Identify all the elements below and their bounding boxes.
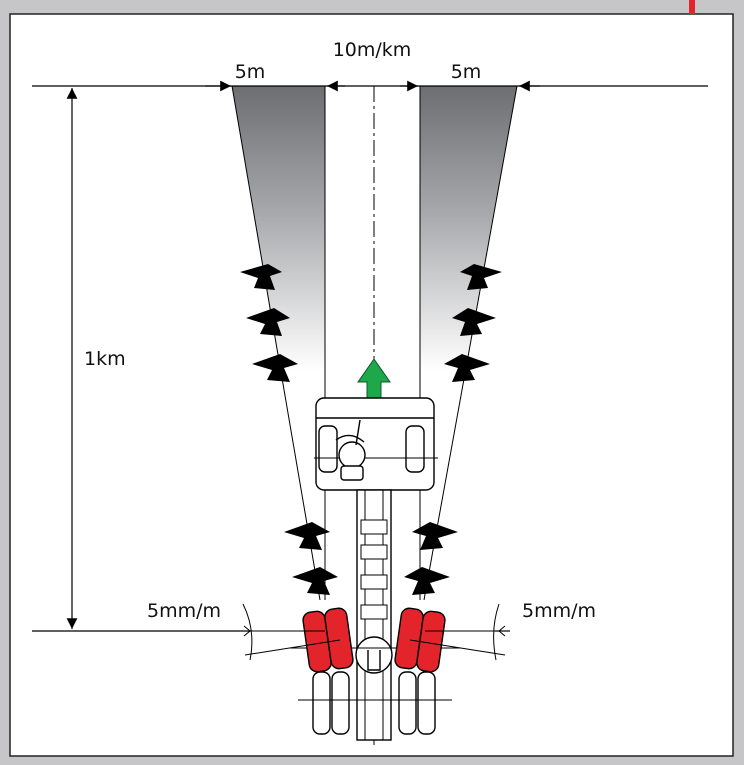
direction-arrows-right [404,264,502,595]
right-toe-label: 5mm/m [522,600,596,622]
left-toe-label: 5mm/m [147,600,221,622]
toe-angle-right [409,603,506,661]
direction-arrow-icon [284,522,330,550]
right-width-label: 5m [451,61,482,83]
direction-arrow-icon [460,264,502,290]
front-wheel-left [302,607,354,673]
corner-marker [689,0,695,14]
left-width-label: 5m [235,61,266,83]
left-shaded-zone [232,86,325,371]
tractor-cab [314,397,438,491]
right-shaded-zone [420,86,517,371]
direction-arrow-icon [292,567,338,595]
direction-arrow-icon [452,308,496,336]
direction-arrow-icon [412,522,458,550]
direction-arrow-icon [252,354,298,382]
direction-arrows-left [240,264,338,595]
direction-arrow-icon [246,308,290,336]
track-spacing-label: 10m/km [333,39,412,61]
direction-arrow-icon [404,567,450,595]
rear-wheels [298,671,452,735]
tractor-chassis [355,489,393,741]
track-lines [231,85,518,601]
direction-arrow-icon [444,354,490,382]
toe-angle-left [242,603,341,661]
direction-arrow-icon [240,264,282,290]
front-wheel-right [394,607,446,673]
length-label: 1km [84,348,126,370]
